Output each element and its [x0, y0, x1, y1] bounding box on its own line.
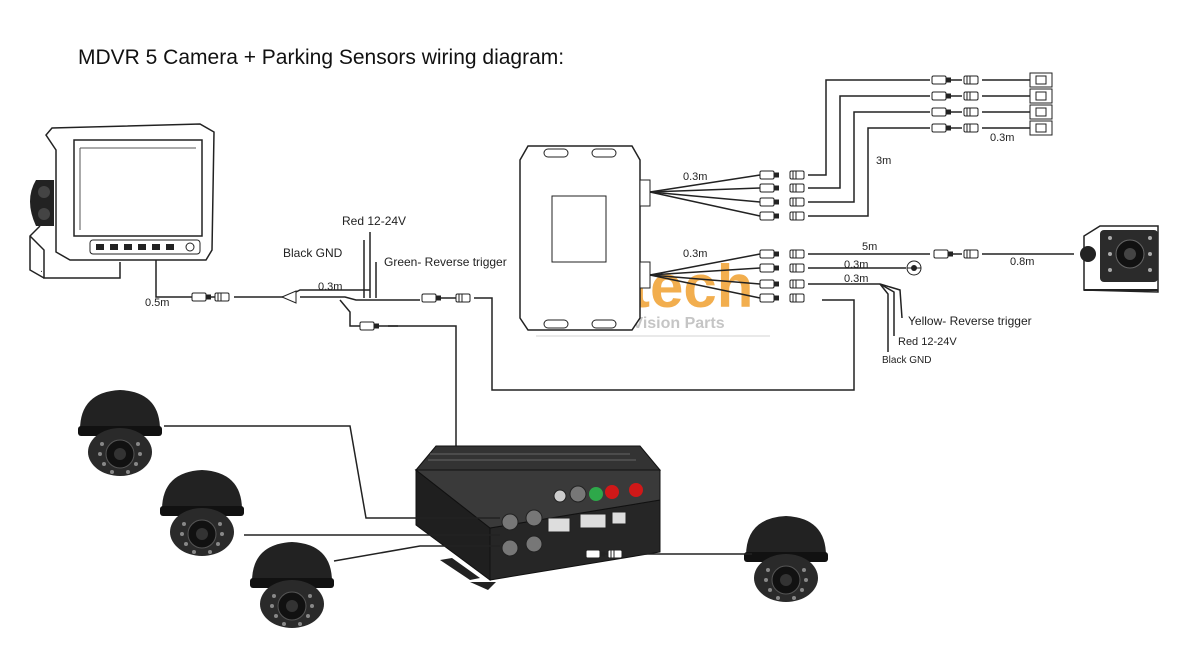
sensor-lead-length: 0.3m — [990, 132, 1014, 144]
sensor-extension-plug-2-icon — [931, 91, 952, 101]
sensor-extension-socket-2-icon — [963, 91, 979, 101]
monitor-cable-length: 0.5m — [145, 297, 169, 309]
monitor: ∙ — [29, 123, 215, 279]
lower-harness-length: 0.3m — [683, 248, 707, 260]
sensor-extension-socket-1-icon — [963, 75, 979, 85]
dome-camera-3 — [249, 541, 335, 629]
sensor-extension-socket-4-icon — [963, 123, 979, 133]
red-wire-label: Red 12-24V — [898, 336, 957, 348]
sensor-extension-plug-3-icon — [931, 107, 952, 117]
monitor-link-socket-icon — [789, 293, 805, 303]
power-lead-length-1: 0.3m — [844, 259, 868, 271]
dome-camera-1 — [77, 389, 163, 477]
svg-text:∙: ∙ — [40, 266, 43, 277]
camera-cables — [164, 425, 752, 562]
buzzer-icon — [906, 260, 922, 276]
trigger-box-plug-icon — [759, 279, 780, 289]
camera-box-socket-icon — [789, 249, 805, 259]
power-connector-2-icon — [629, 483, 643, 497]
camera-extension-socket-icon — [963, 249, 979, 259]
rear-camera — [1080, 225, 1159, 293]
camera-extension-length: 5m — [862, 241, 877, 253]
sensor-harness-upper — [649, 79, 1030, 217]
trigger-box-socket-icon — [789, 279, 805, 289]
monitor-splitter-icon — [280, 290, 297, 304]
sensor-socket-2-icon — [789, 183, 805, 193]
monitor-splitter-length: 0.3m — [318, 281, 342, 293]
parking-sensor-probes — [1029, 72, 1053, 136]
power-lead-length-2: 0.3m — [844, 273, 868, 285]
reverse-line-plug-female-icon — [455, 293, 471, 303]
reverse-line-plug-male-icon — [421, 293, 442, 303]
monitor-black-wire-label: Black GND — [283, 246, 343, 260]
monitor-red-wire-label: Red 12-24V — [342, 214, 406, 228]
camera-extension-plug-icon — [933, 249, 954, 259]
dome-camera-2 — [159, 469, 245, 557]
sensor-cable-length: 3m — [876, 155, 891, 167]
camera-4-socket-icon — [607, 549, 623, 559]
camera-lead-length: 0.8m — [1010, 256, 1034, 268]
monitor-green-wire-label: Green- Reverse trigger — [384, 255, 507, 269]
sensor-extension-plug-1-icon — [931, 75, 952, 85]
yellow-wire-label: Yellow- Reverse trigger — [908, 314, 1032, 328]
dome-camera-4 — [743, 515, 829, 603]
sensor-extension-plug-4-icon — [931, 123, 952, 133]
monitor-link-plug-icon — [759, 293, 780, 303]
power-connector-icon — [605, 485, 619, 499]
sensor-socket-3-icon — [789, 197, 805, 207]
sensor-socket-4-icon — [789, 211, 805, 221]
monitor-plug-female-icon — [214, 292, 230, 302]
sensor-plug-1-icon — [759, 170, 780, 180]
watermark-brand-part2: tech — [630, 253, 753, 320]
diagram-title: MDVR 5 Camera + Parking Sensors wiring d… — [78, 46, 565, 69]
power-box-socket-icon — [789, 263, 805, 273]
status-led-icon — [589, 487, 603, 501]
sensor-plug-4-icon — [759, 211, 780, 221]
sensor-plug-3-icon — [759, 197, 780, 207]
mdvr-monitor-plug-icon — [359, 321, 380, 331]
mdvr-recorder — [414, 445, 662, 590]
upper-harness-length: 0.3m — [683, 171, 707, 183]
sensor-socket-1-icon — [789, 170, 805, 180]
parking-sensor-box — [519, 145, 651, 331]
monitor-plug-male-icon — [191, 292, 212, 302]
power-box-plug-icon — [759, 263, 780, 273]
camera-box-plug-icon — [759, 249, 780, 259]
black-wire-label: Black GND — [882, 355, 931, 366]
sensor-extension-socket-3-icon — [963, 107, 979, 117]
sensor-plug-2-icon — [759, 183, 780, 193]
sensor-harness-lower — [649, 253, 1074, 352]
